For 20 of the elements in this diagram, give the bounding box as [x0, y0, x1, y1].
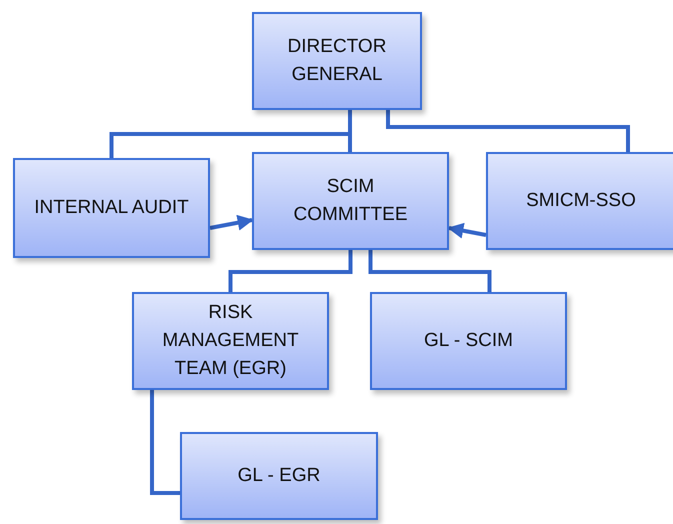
- box-label: RISK MANAGEMENT TEAM (EGR): [161, 301, 300, 381]
- connector-line: [150, 390, 180, 495]
- arrow: [447, 222, 486, 239]
- box-label: GL - EGR: [236, 464, 322, 488]
- org-box: [13, 158, 210, 258]
- box-label: GL - SCIM: [422, 329, 514, 353]
- connector-line: [368, 250, 492, 292]
- arrow: [210, 214, 254, 231]
- box-label: INTERNAL AUDIT: [33, 196, 190, 220]
- org-box: [370, 292, 567, 390]
- org-box: [132, 292, 329, 390]
- connector-line: [228, 250, 352, 292]
- org-box: [252, 152, 449, 250]
- box-label: SCIM COMMITTEE: [292, 175, 408, 227]
- box-label: DIRECTOR GENERAL: [286, 35, 388, 87]
- connector-line: [386, 110, 630, 152]
- org-box: [180, 432, 378, 520]
- box-label: SMICM-SSO: [525, 189, 637, 213]
- org-box: [486, 152, 673, 250]
- org-box: [252, 12, 422, 110]
